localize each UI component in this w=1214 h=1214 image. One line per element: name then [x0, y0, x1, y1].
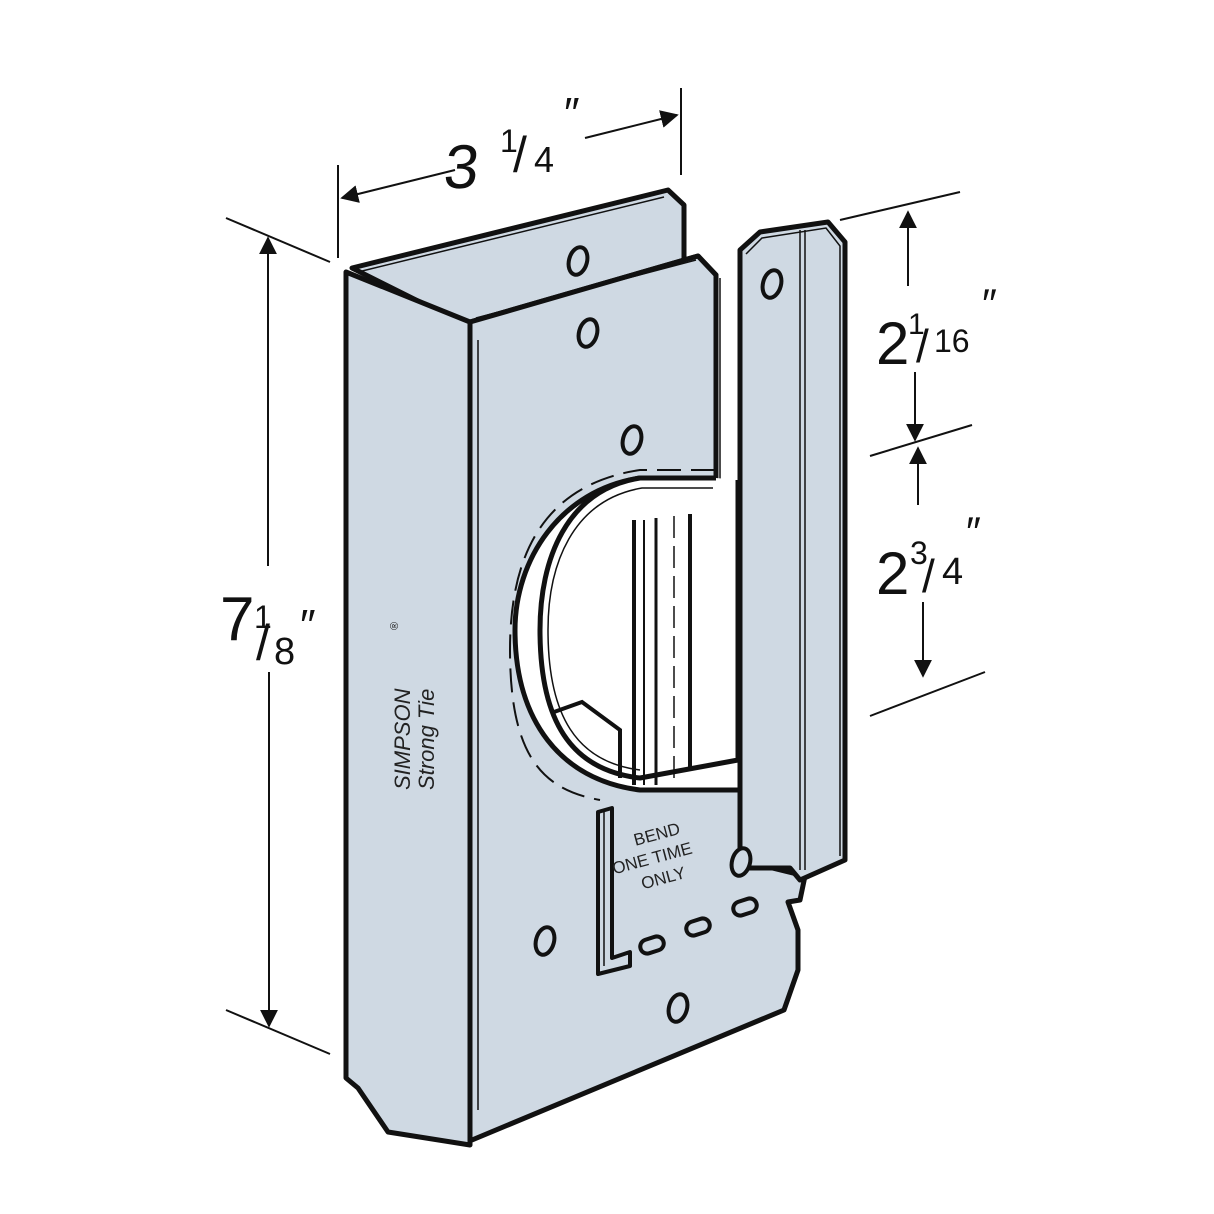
height-num: 1 — [254, 599, 272, 635]
upper-strap-den: 16 — [934, 323, 970, 359]
registered-mark: ® — [389, 622, 401, 630]
upper-strap-slash: / — [916, 320, 929, 372]
vertical-strap — [737, 219, 848, 883]
lower-strap-slash: / — [922, 550, 935, 602]
brand-embossing: SIMPSON ® Strong Tie — [389, 622, 439, 790]
upper-strap-whole: 2 — [876, 310, 909, 377]
bend-instruction: BEND ONE TIME ONLY — [610, 819, 694, 893]
keyhole-cutout — [508, 469, 741, 801]
lower-strap-whole: 2 — [876, 540, 909, 607]
upper-strap-unit: ″ — [982, 280, 997, 327]
fastener-hole — [666, 992, 690, 1024]
fastener-hole — [729, 846, 753, 878]
slot-hole — [731, 896, 759, 918]
height-den: 8 — [274, 631, 295, 673]
height-unit: ″ — [300, 601, 316, 650]
width-unit: ″ — [564, 89, 580, 138]
width-whole: 3 — [441, 133, 483, 202]
lower-strap-den: 4 — [942, 551, 963, 593]
upper-strap-num: 1 — [908, 308, 925, 341]
fastener-hole — [533, 925, 557, 957]
width-slash: / — [513, 127, 527, 183]
fastener-hole — [576, 317, 600, 349]
fastener-hole — [620, 424, 644, 456]
dimension-width: 3 1 / 4 ″ — [337, 88, 682, 258]
width-den: 4 — [534, 139, 554, 180]
bend-tab — [596, 806, 759, 976]
lower-strap-unit: ″ — [966, 508, 981, 555]
fastener-hole — [566, 245, 590, 277]
slot-hole — [638, 934, 666, 956]
brand-subname: Strong Tie — [414, 689, 439, 790]
height-whole: 7 — [220, 585, 254, 654]
height-slash: / — [256, 615, 270, 671]
slot-hole — [684, 916, 712, 938]
lower-strap-num: 3 — [910, 535, 928, 571]
dimension-height: 7 1 / 8 ″ — [220, 217, 331, 1055]
fastener-hole — [760, 268, 784, 300]
fastener-holes — [533, 317, 753, 1024]
width-num: 1 — [500, 123, 518, 159]
dimension-strap: 2 1 / 16 ″ 2 3 / 4 ″ — [839, 191, 997, 717]
brand-name: SIMPSON — [390, 688, 415, 790]
